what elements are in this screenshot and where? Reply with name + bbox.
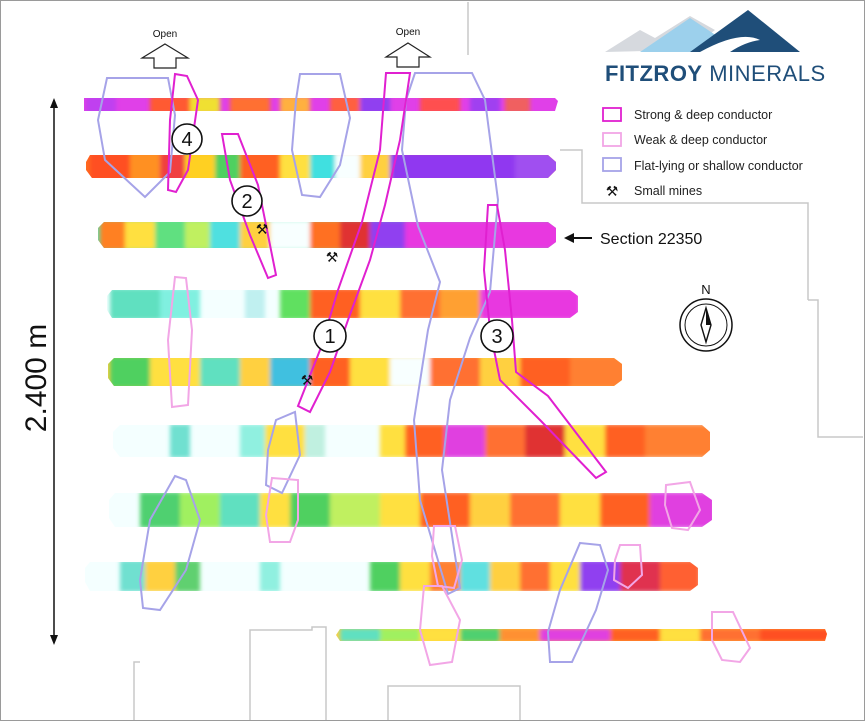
legend: Strong & deep conductor Weak & deep cond… [602,107,803,200]
tem-line-6 [113,425,710,457]
svg-text:Open: Open [396,27,420,38]
section-callout: Section 22350 [564,231,702,248]
shallow-conductor-plate [400,72,500,596]
shallow-conductor-plate [290,73,352,199]
shallow-conductor-plate [264,410,302,495]
section-label: Section 22350 [600,231,702,248]
strong-deep-conductor-plate [166,72,200,194]
tem-line-9 [336,629,827,641]
open-arrow-left: Open [139,29,191,69]
svg-text:4: 4 [181,129,192,151]
north-arrow: N [679,282,733,352]
hammer-pick-icon: ⚒ [606,184,619,200]
scale-bar: 2.400 m [20,98,58,645]
weak-deep-conductor-plate [264,476,299,543]
legend-swatch-flat-shallow [602,157,622,172]
shallow-conductor-plate [138,474,202,612]
weak-deep-conductor-plate [430,525,464,590]
tem-line-5 [108,358,622,386]
target-2-marker: 2 [231,185,263,217]
tem-line-2 [86,155,556,178]
scale-label: 2.400 m [20,324,53,432]
shallow-conductor-plate [96,77,177,199]
svg-text:Small mines: Small mines [634,184,702,198]
weak-deep-conductor-plate [166,275,194,409]
tem-line-3 [98,222,556,248]
weak-deep-conductor-plate [663,480,702,532]
open-arrow-right: Open [383,27,433,68]
tem-line-4 [107,290,578,318]
up-arrow-icon [139,43,191,69]
svg-text:Flat-lying or shallow conducto: Flat-lying or shallow conductor [634,159,803,173]
legend-swatch-weak-deep [602,132,622,147]
hammer-pick-icon: ⚒ [301,373,314,389]
svg-text:3: 3 [491,326,502,348]
svg-text:2: 2 [241,191,252,213]
legend-swatch-strong-deep [602,107,622,122]
strong-deep-conductor-plate [296,72,412,414]
target-markers: 4 2 1 3 [171,123,514,353]
fitzroy-logo: FITZROY MINERALS [605,10,826,86]
small-mine-markers: ⚒ ⚒ ⚒ [256,222,339,389]
weak-deep-conductor-plate [418,585,462,667]
svg-text:Strong & deep conductor: Strong & deep conductor [634,108,772,122]
target-4-marker: 4 [171,123,203,155]
tem-line-1 [84,98,558,111]
weak-deep-conductor-plate [711,611,752,664]
svg-text:Open: Open [153,29,177,40]
strong-deep-conductors [166,72,608,480]
svg-text:1: 1 [324,326,335,348]
tenement-boundary-lines [133,2,863,720]
svg-text:FITZROY MINERALS: FITZROY MINERALS [605,61,826,86]
up-arrow-icon [383,42,433,68]
svg-text:N: N [701,282,710,297]
hammer-pick-icon: ⚒ [256,222,269,238]
target-3-marker: 3 [480,319,514,353]
hammer-pick-icon: ⚒ [326,250,339,266]
svg-text:Weak & deep conductor: Weak & deep conductor [634,133,767,147]
weak-deep-conductors [166,275,752,667]
shallow-conductor-plate [546,541,610,663]
weak-deep-conductor-plate [612,544,644,590]
flat-shallow-conductors [96,72,610,663]
target-1-marker: 1 [313,319,347,353]
tem-line-8 [85,562,698,591]
strong-deep-conductor-plate [220,133,278,280]
